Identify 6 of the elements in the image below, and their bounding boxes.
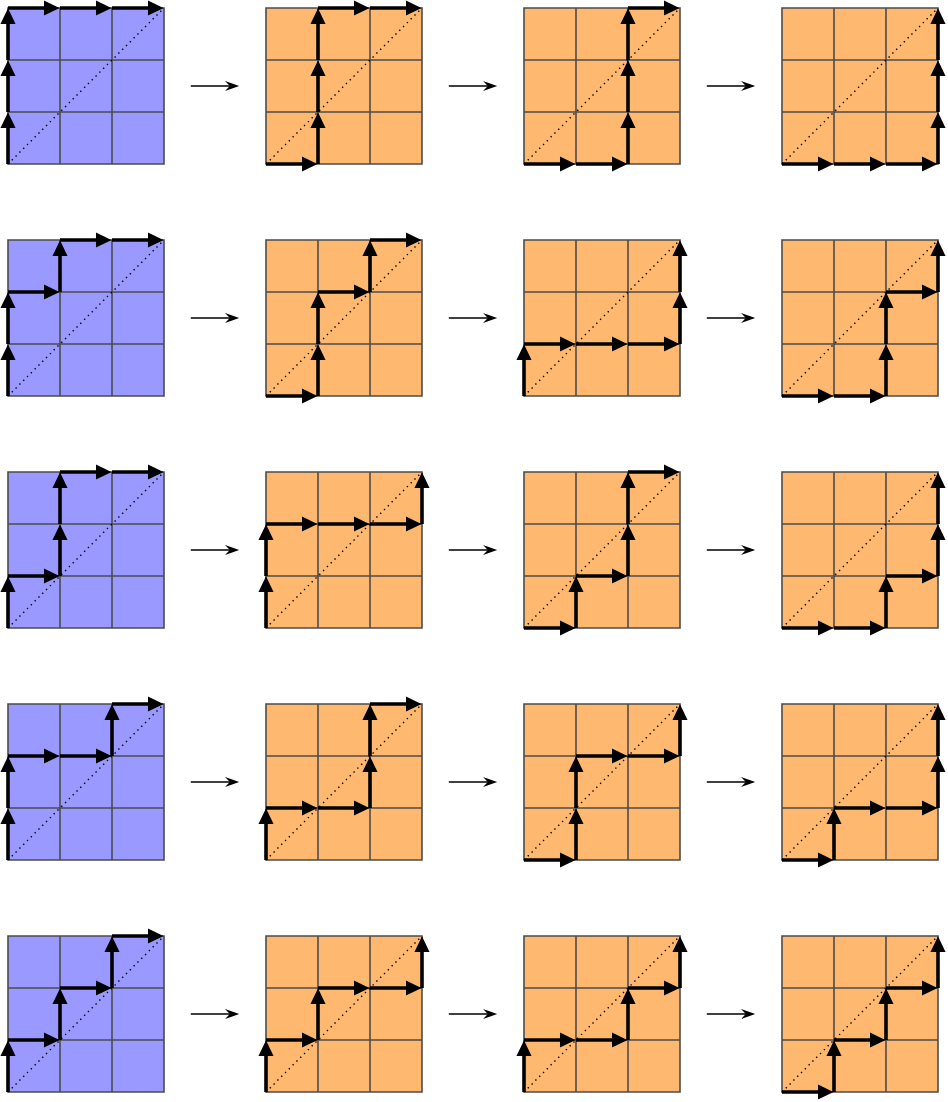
lattice-path-drawing [0,928,165,1093]
lattice-path-drawing [0,232,165,397]
lattice-path-drawing [0,464,165,629]
lattice-path-drawing [0,696,165,861]
lattice-path-drawing [0,0,165,165]
lattice-path-drawing [258,696,423,861]
